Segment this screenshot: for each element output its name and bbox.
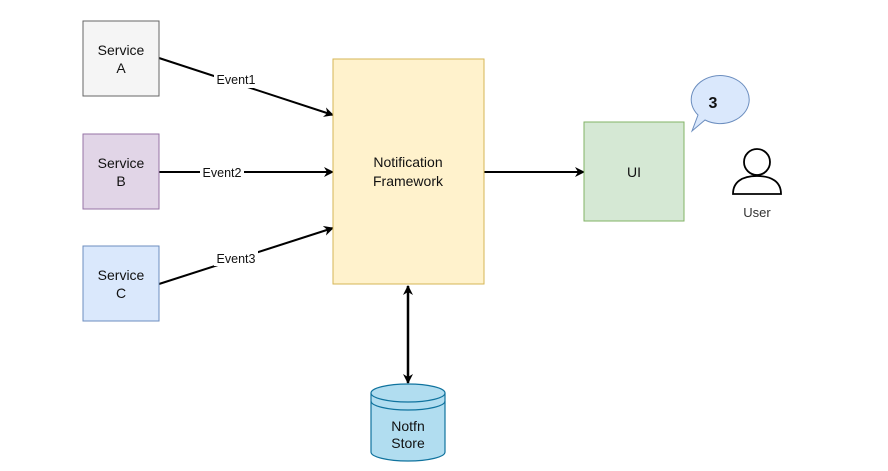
edge-event2: Event2: [159, 164, 334, 180]
notification-count: 3: [709, 95, 718, 112]
notification-count-bubble[interactable]: 3: [690, 75, 750, 133]
service-a-label-line1: Service: [98, 42, 145, 58]
node-service-c[interactable]: Service C: [82, 245, 160, 322]
framework-label-line2: Framework: [373, 173, 444, 189]
edge-label-background: [214, 250, 258, 266]
node-notfn-store[interactable]: Notfn Store: [370, 383, 446, 462]
edge-event3: Event3: [158, 225, 334, 285]
node-service-b[interactable]: Service B: [82, 133, 160, 210]
edge-label-background: [214, 72, 258, 88]
node-ui[interactable]: UI: [583, 121, 685, 222]
store-label-line2: Store: [391, 435, 425, 451]
service-b-label-line1: Service: [98, 155, 145, 171]
node-service-a[interactable]: Service A: [82, 20, 160, 97]
edge-label-event1: Event1: [217, 73, 256, 87]
edge-event1: Event1: [158, 57, 334, 117]
edge-label-background: [200, 164, 244, 180]
edge-label-event3: Event3: [217, 252, 256, 266]
edge-label-event2: Event2: [203, 166, 242, 180]
user-icon: [732, 148, 782, 195]
node-user[interactable]: User: [732, 148, 782, 220]
service-a-label-line2: A: [116, 60, 126, 76]
ui-label: UI: [627, 164, 641, 180]
service-b-label-line2: B: [116, 173, 125, 189]
user-label: User: [743, 205, 771, 220]
store-label-line1: Notfn: [391, 418, 424, 434]
service-c-label-line2: C: [116, 285, 126, 301]
service-c-label-line1: Service: [98, 267, 145, 283]
framework-label-line1: Notification: [373, 154, 442, 170]
node-notification-framework[interactable]: Notification Framework: [332, 58, 485, 285]
